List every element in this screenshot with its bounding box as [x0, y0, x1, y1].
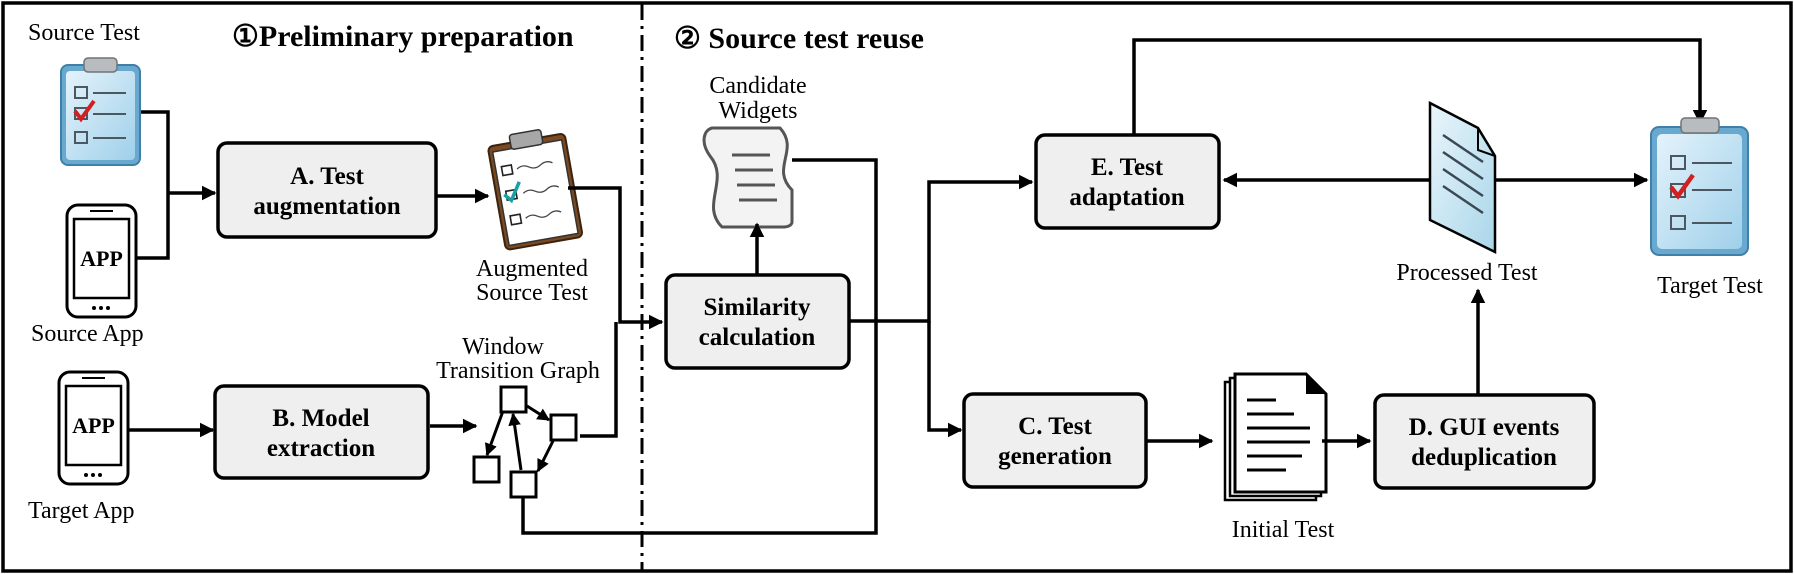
initial-test-label: Initial Test: [1232, 517, 1335, 543]
augmented-test-label-line2: Source Test: [476, 280, 588, 306]
box-similarity-line2: calculation: [699, 324, 816, 351]
box-dedup-line2: deduplication: [1411, 444, 1557, 471]
source-app-label: Source App: [31, 321, 144, 347]
section-title-preliminary: ①Preliminary preparation: [232, 20, 574, 53]
wtg-graph-icon: [472, 385, 578, 499]
box-model-extraction: [213, 384, 430, 480]
box-test-adaptation-line1: E. Test: [1091, 154, 1164, 181]
source-app-screen-text: APP: [80, 246, 123, 271]
target-test-clipboard-icon: [1650, 117, 1749, 256]
connector-source-inputs: [137, 110, 215, 260]
wtg-label-line1: Window: [462, 334, 544, 360]
initial-test-document-icon: [1223, 372, 1328, 502]
box-model-extraction-line2: extraction: [267, 435, 375, 462]
section-title-reuse: ② Source test reuse: [674, 22, 924, 55]
box-similarity-line1: Similarity: [704, 294, 811, 321]
augmented-test-label-line1: Augmented: [476, 256, 588, 282]
processed-test-label: Processed Test: [1396, 260, 1538, 286]
box-test-generation-line2: generation: [998, 443, 1112, 470]
connector-wtg-bottom-loop: [521, 158, 878, 535]
box-model-extraction-line1: B. Model: [272, 405, 369, 432]
source-test-label: Source Test: [28, 20, 140, 46]
box-dedup-line1: D. GUI events: [1409, 414, 1560, 441]
target-test-label: Target Test: [1657, 273, 1763, 299]
box-test-augmentation: [216, 141, 438, 239]
target-app-label: Target App: [28, 498, 135, 524]
box-gui-events-deduplication: [1373, 393, 1596, 490]
augmented-test-clipboard-icon: [487, 129, 583, 251]
candidate-widgets-label-line2: Widgets: [718, 98, 797, 124]
connector-similarity-to-c: [927, 321, 963, 438]
processed-test-document-icon: [1428, 100, 1497, 255]
candidate-widgets-scroll-icon: [702, 126, 794, 229]
source-app-phone-icon: [65, 203, 138, 319]
connector-augmented-to-similarity: [568, 186, 664, 330]
box-similarity-calculation: [664, 273, 851, 370]
target-app-phone-icon: [57, 370, 130, 486]
connector-similarity-split: [849, 174, 1034, 323]
box-test-generation: [962, 392, 1148, 489]
source-test-clipboard-icon: [60, 57, 141, 166]
target-app-screen-text: APP: [72, 413, 115, 438]
box-test-adaptation: [1034, 133, 1221, 230]
box-test-generation-line1: C. Test: [1018, 413, 1092, 440]
connector-wtg-to-merge: [580, 322, 618, 438]
connector-e-to-target: [1132, 38, 1708, 135]
box-test-augmentation-line1: A. Test: [290, 163, 364, 190]
box-test-adaptation-line2: adaptation: [1069, 184, 1184, 211]
candidate-widgets-label-line1: Candidate: [709, 73, 806, 99]
wtg-label-line2: Transition Graph: [436, 358, 600, 384]
box-test-augmentation-line2: augmentation: [253, 193, 400, 220]
